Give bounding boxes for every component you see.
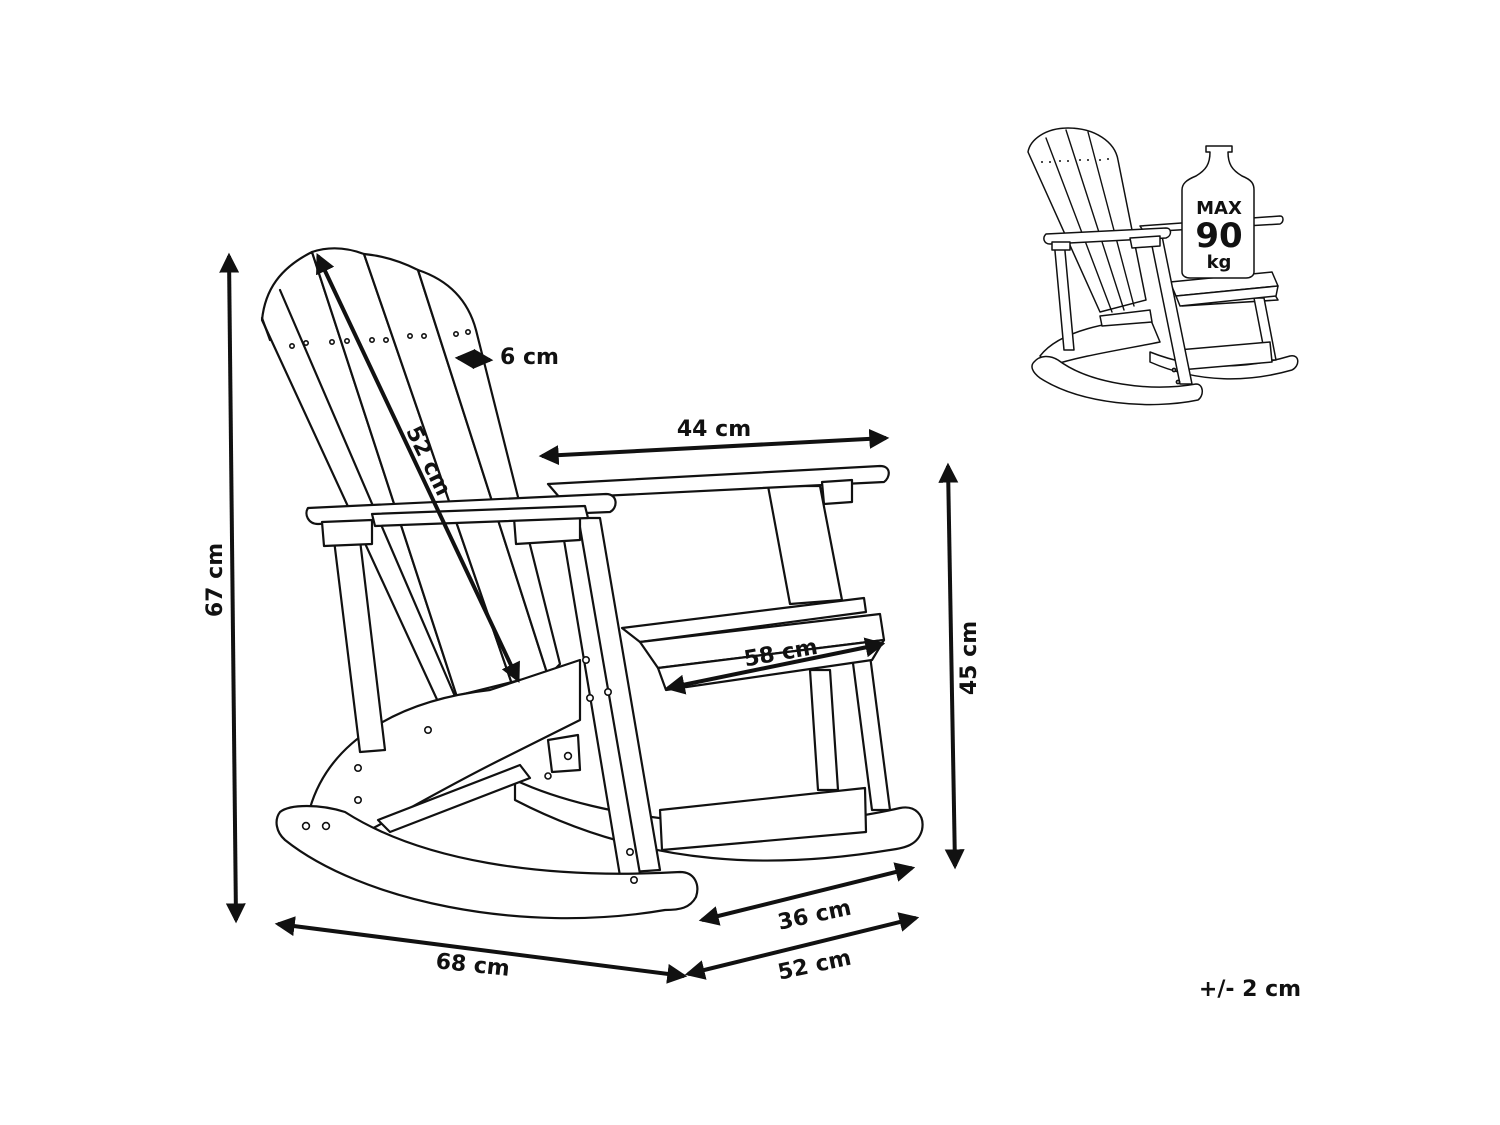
seat-height-label: 45 cm	[957, 621, 982, 695]
width-label: 52 cm	[776, 946, 854, 986]
seat-depth-label: 36 cm	[776, 896, 854, 936]
height-arrow	[219, 252, 246, 924]
height-label: 67 cm	[203, 543, 228, 617]
thumb-backrest	[1027, 127, 1147, 313]
thumbnail-chair: MAX 90 kg	[1027, 127, 1299, 406]
brace-block	[546, 733, 582, 774]
seat-width-arrow	[664, 637, 886, 695]
rear-right-leg	[848, 638, 892, 812]
depth-arrow	[274, 916, 688, 984]
thumb-left-rocker	[1031, 355, 1203, 406]
arm-length-label: 44 cm	[677, 417, 751, 442]
left-arm-bracket-rear	[320, 518, 374, 548]
slat-width-label: 6 cm	[500, 345, 559, 370]
side-frame-holes	[353, 725, 432, 804]
badge-weight: 90	[1195, 216, 1242, 256]
seat-front-slat	[620, 596, 868, 644]
right-arm-bracket	[820, 478, 854, 506]
badge-max: MAX	[1196, 198, 1242, 219]
seat-height-arrow	[938, 462, 965, 870]
right-armrest	[546, 464, 890, 500]
left-rocker	[275, 804, 699, 920]
tolerance-label: +/- 2 cm	[1199, 977, 1301, 1002]
back-height-arrow	[316, 252, 520, 684]
width-arrow	[684, 912, 920, 980]
arm-length-arrow	[538, 428, 890, 466]
badge-unit: kg	[1207, 252, 1232, 273]
weight-badge: MAX 90 kg	[1181, 145, 1255, 279]
weight-icon	[1181, 145, 1255, 279]
thumb-backrest-dots	[1041, 158, 1109, 163]
leg-holes	[581, 655, 634, 856]
rear-right-support	[808, 668, 840, 792]
seat-depth-arrow	[698, 862, 916, 926]
bottom-cross-bar	[658, 786, 868, 852]
slat-width-arrow	[454, 348, 494, 370]
dimension-arrows	[219, 252, 965, 984]
diagonal-brace	[376, 763, 532, 834]
